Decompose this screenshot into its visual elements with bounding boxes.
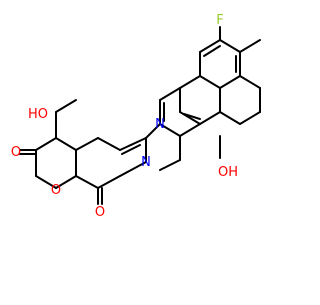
fluorine-atom-label: F [216,13,223,28]
bond-lines [19,26,261,205]
molecule-svg: F N N OH HO O O O [11,13,261,220]
lactone-oxygen-label: O [51,183,61,198]
lactone-carbonyl-oxygen-label: O [11,145,21,160]
lactam-nitrogen-atom-label: N [141,155,151,170]
hydroxyl-right-label: OH [218,165,238,180]
ring-nitrogen-atom-label: N [155,117,165,132]
molecule-structure-drawing: F N N OH HO O O O [11,13,261,220]
lactam-carbonyl-oxygen-label: O [95,205,105,220]
hydroxyl-left-label: HO [28,107,48,122]
